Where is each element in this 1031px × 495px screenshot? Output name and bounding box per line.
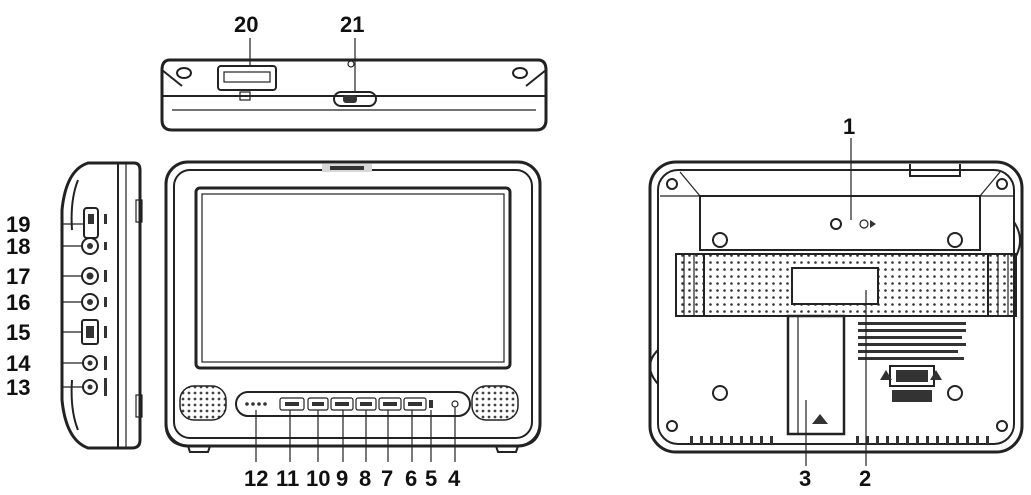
label-plate [791, 267, 879, 305]
callout-5: 5 [425, 466, 437, 491]
card-slot [217, 65, 277, 91]
callout-14: 14 [6, 351, 31, 376]
control-panel [235, 391, 471, 417]
callout-9: 9 [336, 466, 348, 491]
callout-4: 4 [448, 466, 461, 491]
callout-21: 21 [340, 12, 364, 37]
back-view [648, 138, 1024, 466]
button-7 [378, 397, 402, 411]
button-6 [403, 397, 427, 411]
callout-17: 17 [6, 264, 30, 289]
button-9 [330, 397, 354, 411]
top-view [160, 38, 548, 132]
speaker-left [179, 385, 227, 421]
callout-16: 16 [6, 290, 30, 315]
side-view [60, 161, 143, 450]
callout-6: 6 [405, 466, 417, 491]
mount-hole [830, 218, 842, 230]
button-11 [279, 397, 305, 411]
screen [194, 186, 512, 370]
callout-13: 13 [6, 375, 30, 400]
speaker-right [471, 385, 519, 421]
indicator-4 [451, 400, 459, 408]
callout-7: 7 [381, 466, 393, 491]
callout-3: 3 [799, 466, 811, 491]
callout-19: 19 [6, 212, 30, 237]
callout-20: 20 [234, 12, 258, 37]
callout-15: 15 [6, 320, 30, 345]
callout-8: 8 [359, 466, 371, 491]
callout-1: 1 [843, 114, 855, 139]
callout-11: 11 [276, 466, 299, 491]
callout-10: 10 [306, 466, 330, 491]
callout-2: 2 [859, 466, 871, 491]
kickstand [786, 314, 846, 436]
front-view [164, 160, 542, 462]
callout-18: 18 [6, 234, 30, 259]
callout-12: 12 [244, 466, 268, 491]
button-5 [429, 400, 433, 408]
